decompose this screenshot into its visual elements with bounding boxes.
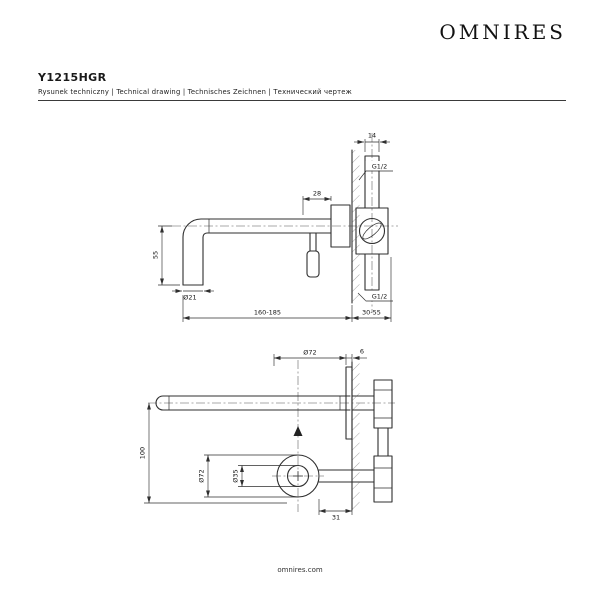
spout-detail-lines: [168, 396, 341, 410]
handle-knob-circle: [286, 464, 310, 488]
brand-logo: OMNIRES: [439, 20, 566, 44]
concealed-pipe: [318, 395, 375, 483]
centerline: [172, 133, 398, 312]
body-detail-lines: [374, 389, 392, 489]
header-divider: [38, 100, 566, 101]
dim-160-185-label: 160-185: [254, 309, 281, 317]
handle-lever: [306, 250, 320, 278]
dim-30-55-label: 30-55: [362, 309, 381, 317]
leader-line: [358, 170, 393, 181]
dim-diameter-72-side-label: Ø72: [198, 469, 206, 482]
concealed-body-top: [373, 379, 393, 429]
footer-website: omnires.com: [277, 566, 323, 574]
valve-port-circle: [358, 217, 386, 245]
label-mask: [365, 161, 394, 171]
dim-14-label: 14: [368, 132, 376, 140]
dim-diameter-21-label: Ø21: [183, 294, 196, 302]
concealed-body-neck: [377, 427, 389, 457]
drawing-subtitle: Rysunek techniczny | Technical drawing |…: [38, 88, 352, 96]
extension-line: [182, 257, 392, 322]
spout-outer-profile: [182, 218, 332, 286]
dim-diameter-72-top-label: Ø72: [303, 349, 316, 357]
product-code: Y1215HGR: [38, 71, 107, 84]
dim-100-label: 100: [139, 447, 147, 459]
handle-center-cross: [293, 471, 303, 481]
thread-top-label: G1/2: [372, 163, 388, 171]
spout-top-profile: [155, 395, 351, 411]
valve-port-ellipse: [362, 222, 382, 240]
extension-line: [158, 225, 180, 286]
thread-bottom-label: G1/2: [372, 293, 388, 301]
dim-55-label: 55: [152, 251, 160, 259]
orientation-marker: [293, 426, 303, 436]
dim-28-label: 28: [313, 190, 321, 198]
front-view-drawing: Ø72 6 100 Ø72 Ø35 31: [139, 348, 395, 522]
extension-line: [238, 465, 297, 487]
concealed-body-bottom: [373, 455, 393, 503]
dim-6-label: 6: [360, 348, 364, 356]
label-mask: [365, 291, 394, 301]
wall-escutcheon: [330, 204, 351, 248]
leader-line: [357, 292, 393, 302]
wall-hatching: [352, 362, 360, 510]
handle-stem: [309, 232, 317, 252]
dim-31-label: 31: [332, 514, 340, 522]
technical-drawing: 14 G1/2 28 55 Ø21 G1/2 160-185 30-55: [139, 132, 398, 522]
inlet-pipes: [364, 155, 380, 291]
concealed-valve-body: [355, 207, 389, 255]
dim-diameter-35-label: Ø35: [232, 469, 240, 482]
extension-line: [204, 454, 298, 498]
extension-line: [364, 139, 380, 152]
side-view-drawing: 14 G1/2 28 55 Ø21 G1/2 160-185 30-55: [152, 132, 398, 322]
spout-inner-profile: [202, 232, 332, 286]
